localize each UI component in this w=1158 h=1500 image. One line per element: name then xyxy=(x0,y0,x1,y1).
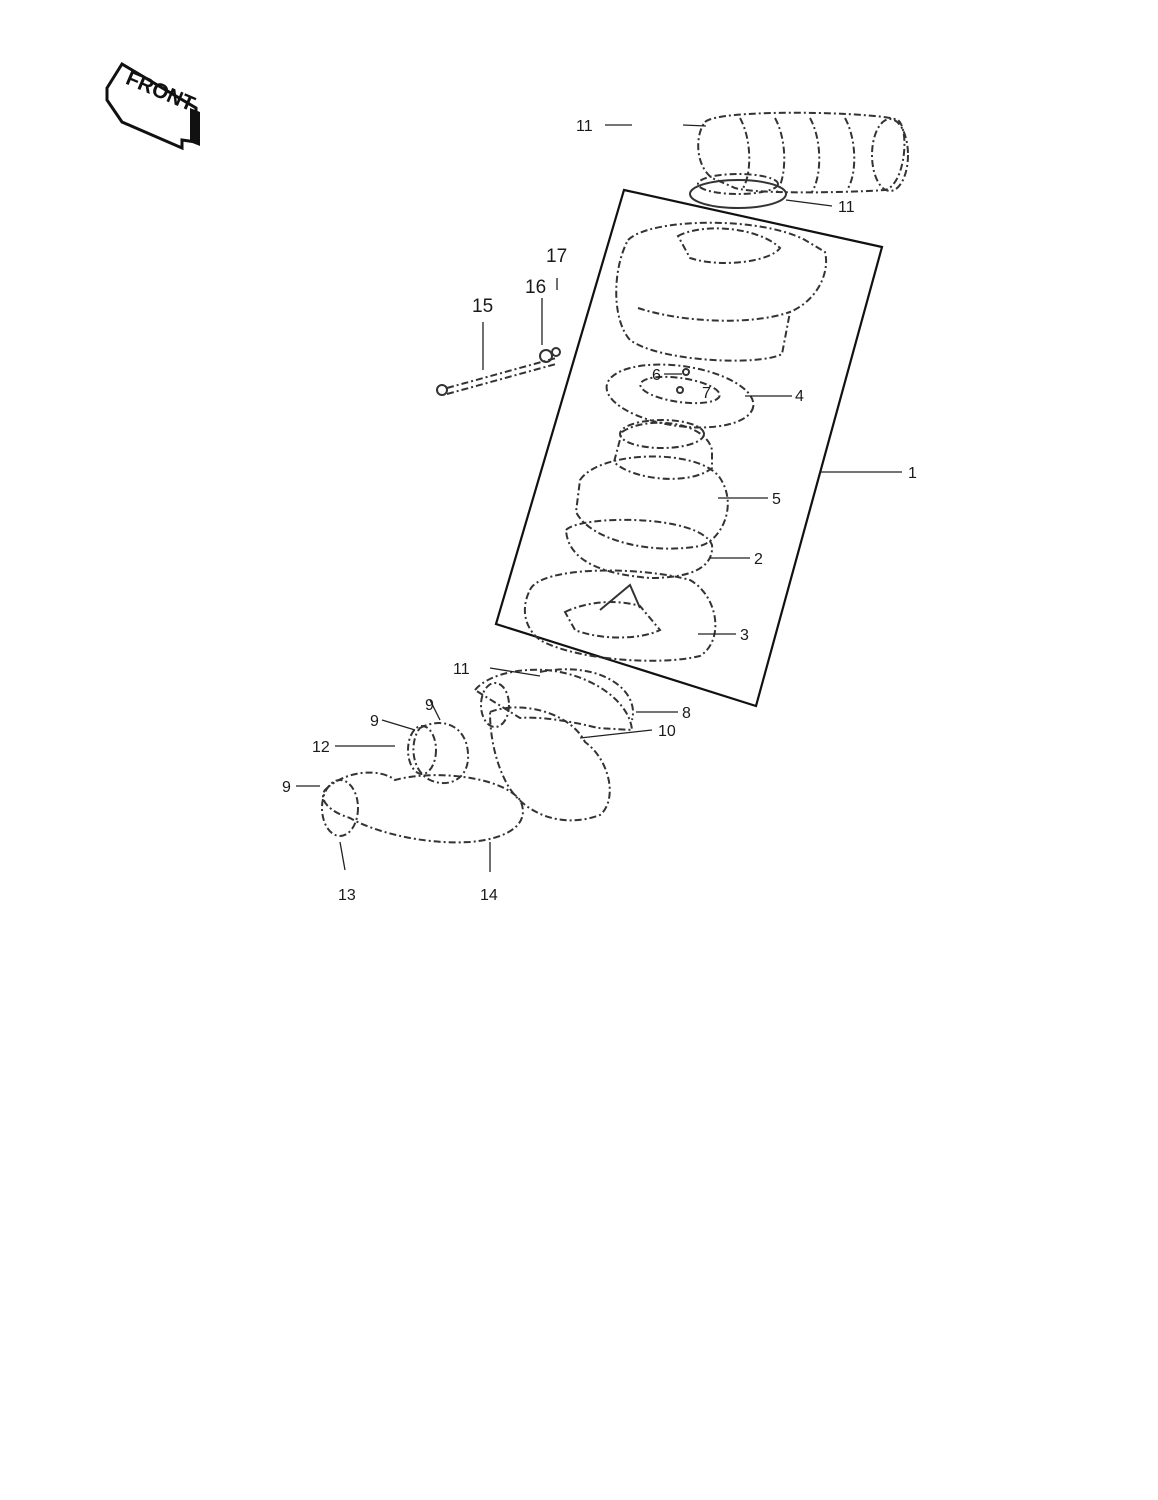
callout-17: 17 xyxy=(546,246,567,267)
part-4-filter-plate xyxy=(605,363,755,429)
callout-11-lower: 13 xyxy=(338,887,356,904)
callout-11-mid: 12 xyxy=(312,739,330,756)
callout-1: 1 xyxy=(908,465,917,482)
callout-12: 14 xyxy=(480,887,498,904)
callouts: 11 11 17 16 15 6 7 4 1 5 2 3 11 11 8 9 9… xyxy=(282,118,917,904)
callout-11-upper: 11 xyxy=(453,661,470,678)
air-cleaner-top-cover xyxy=(615,221,827,362)
callout-4: 4 xyxy=(795,388,804,405)
part-15-bolt xyxy=(436,347,561,396)
callout-9-mid: 9 xyxy=(370,713,379,730)
callout-7: 7 xyxy=(702,385,711,402)
callout-9-upper: 9 xyxy=(425,697,434,714)
callout-10: 10 xyxy=(658,723,676,740)
callout-5: 5 xyxy=(772,491,781,508)
leader-lines xyxy=(296,124,902,872)
callout-9-lower: 9 xyxy=(282,779,291,796)
lower-ducting-assembly xyxy=(321,668,635,844)
front-arrow-shadow xyxy=(190,108,200,146)
front-arrow-shape xyxy=(105,61,198,151)
callout-6: 6 xyxy=(652,367,661,384)
part-14-seal-ring xyxy=(689,173,787,209)
part-5-filter-element xyxy=(574,419,729,550)
callout-2: 2 xyxy=(754,551,763,568)
part-3-base-plate xyxy=(523,569,717,662)
callout-8: 8 xyxy=(682,705,691,722)
callout-13: 11 xyxy=(576,118,593,135)
callout-3: 3 xyxy=(740,627,749,644)
assembly-frame xyxy=(494,188,884,708)
callout-16: 16 xyxy=(525,277,546,298)
callout-14: 11 xyxy=(838,199,855,216)
part-2-filter-ring xyxy=(564,518,714,580)
callout-15: 15 xyxy=(472,296,493,317)
front-direction-badge: FRONT xyxy=(105,61,200,151)
